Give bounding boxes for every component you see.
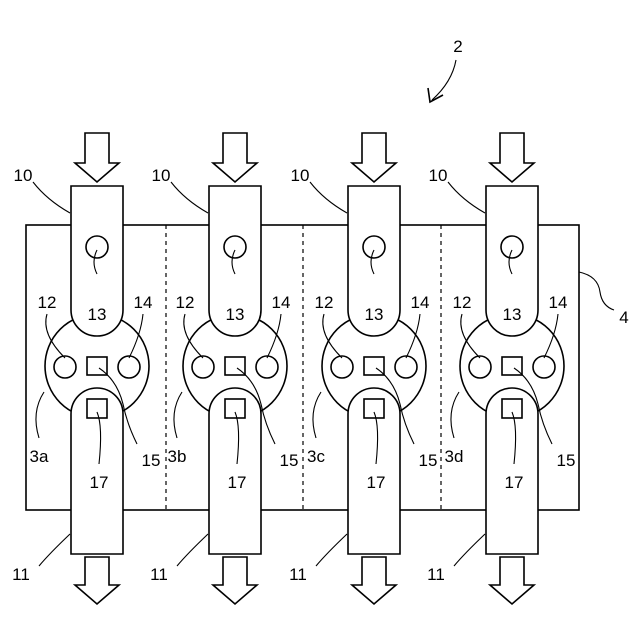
plate-label: 4: [619, 308, 628, 327]
label-port-12: 12: [38, 293, 57, 312]
port-12-circle: [54, 356, 76, 378]
outflow-arrow: [490, 557, 534, 604]
port-13-circle: [501, 236, 523, 258]
unit-3a: 10 13 12 14 15 17 3a 11: [12, 133, 160, 604]
leader-3: [174, 392, 182, 438]
label-unit-id: 3c: [307, 447, 325, 466]
label-square-15: 15: [142, 451, 161, 470]
label-port-13: 13: [88, 305, 107, 324]
port-14-circle: [533, 356, 555, 378]
port-12-circle: [469, 356, 491, 378]
outflow-arrow: [352, 557, 396, 604]
label-square-15: 15: [557, 451, 576, 470]
inflow-arrow: [352, 133, 396, 182]
label-square-15: 15: [419, 451, 438, 470]
unit-3b: 10 13 12 14 15 17 3b 11: [150, 133, 298, 604]
label-unit-id: 3a: [30, 447, 49, 466]
label-port-13: 13: [503, 305, 522, 324]
unit-3d: 10 13 12 14 15 17 3d 11: [427, 133, 575, 604]
leader-11: [39, 534, 70, 566]
port-13-circle: [224, 236, 246, 258]
label-square-17: 17: [228, 473, 247, 492]
label-outlet-11: 11: [150, 565, 168, 584]
leader-10: [33, 182, 70, 213]
leader-3: [313, 392, 321, 438]
port-13-circle: [363, 236, 385, 258]
leader-3: [451, 392, 459, 438]
leader-10: [171, 182, 208, 213]
label-port-14: 14: [411, 293, 430, 312]
label-outlet-11: 11: [289, 565, 307, 584]
square-17: [502, 399, 522, 418]
units-layer: 10 13 12 14 15 17 3a 11 10 13 12 14 15 17 3b 11 10 13 12 14…: [12, 133, 575, 604]
label-unit-id: 3d: [445, 447, 464, 466]
inflow-arrow: [213, 133, 257, 182]
inflow-arrow: [490, 133, 534, 182]
label-inlet-10: 10: [291, 166, 310, 185]
port-14-circle: [256, 356, 278, 378]
port-14-circle: [395, 356, 417, 378]
label-port-12: 12: [453, 293, 472, 312]
port-12-circle: [192, 356, 214, 378]
label-square-17: 17: [505, 473, 524, 492]
label-inlet-10: 10: [152, 166, 171, 185]
label-inlet-10: 10: [429, 166, 448, 185]
inflow-arrow: [75, 133, 119, 182]
square-17: [225, 399, 245, 418]
label-square-15: 15: [280, 451, 299, 470]
label-square-17: 17: [367, 473, 386, 492]
square-17: [87, 399, 107, 418]
label-port-14: 14: [549, 293, 568, 312]
label-port-12: 12: [176, 293, 195, 312]
port-13-circle: [86, 236, 108, 258]
label-outlet-11: 11: [12, 565, 30, 584]
leader-10: [448, 182, 485, 213]
label-outlet-11: 11: [427, 565, 445, 584]
outflow-arrow: [213, 557, 257, 604]
leader-11: [177, 534, 208, 566]
device-leader-line: [432, 60, 456, 100]
leader-10: [310, 182, 347, 213]
label-inlet-10: 10: [14, 166, 33, 185]
leader-11: [316, 534, 347, 566]
device-arrowhead: [428, 88, 443, 102]
label-unit-id: 3b: [168, 447, 187, 466]
leader-3: [36, 392, 44, 438]
label-square-17: 17: [90, 473, 109, 492]
label-port-14: 14: [134, 293, 153, 312]
port-14-circle: [118, 356, 140, 378]
leader-11: [454, 534, 485, 566]
plate-leader-line: [579, 272, 614, 310]
label-port-13: 13: [226, 305, 245, 324]
label-port-14: 14: [272, 293, 291, 312]
label-port-12: 12: [315, 293, 334, 312]
outflow-arrow: [75, 557, 119, 604]
device-label: 2: [453, 37, 462, 56]
port-12-circle: [331, 356, 353, 378]
unit-3c: 10 13 12 14 15 17 3c 11: [289, 133, 437, 604]
label-port-13: 13: [365, 305, 384, 324]
square-17: [364, 399, 384, 418]
